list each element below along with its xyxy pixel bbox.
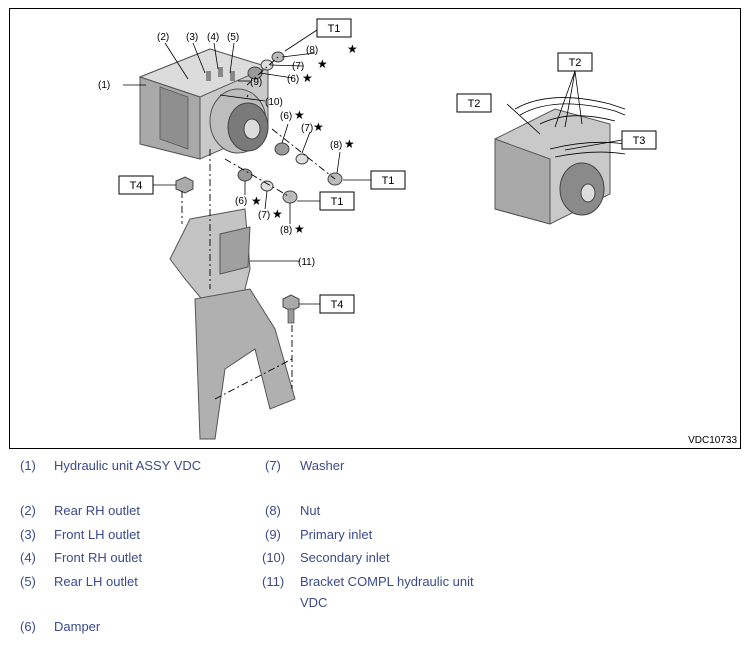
torque-box-t4-nut: T4: [118, 175, 154, 195]
callout-6b: (6): [280, 111, 292, 122]
t4-nut: [175, 176, 194, 194]
t4-bolt: [282, 294, 300, 324]
star-6c: ★: [251, 194, 262, 208]
star-6b: ★: [294, 108, 305, 122]
torque-label-t3: T3: [633, 135, 646, 147]
torque-box-t1-mid: T1: [370, 170, 406, 190]
figure-code: VDC10733: [688, 435, 737, 446]
legend-item-1-number: (1): [20, 458, 36, 473]
legend-item-10-text: Secondary inlet: [300, 550, 390, 565]
legend-item-6-number: (6): [20, 619, 36, 634]
callout-9: (9): [250, 77, 262, 88]
star-7b: ★: [313, 120, 324, 134]
callout-5: (5): [227, 32, 239, 43]
hydraulic-unit-illustration: [138, 48, 270, 160]
legend-item-9-text: Primary inlet: [300, 527, 373, 542]
star-6a: ★: [302, 71, 313, 85]
legend-item-5-number: (5): [20, 574, 36, 589]
torque-label-t1-low: T1: [331, 196, 344, 208]
torque-label-t4-nut: T4: [130, 180, 143, 192]
torque-box-t2-left: T2: [456, 93, 492, 113]
legend-item-7-number: (7): [265, 458, 281, 473]
legend-item-11-text: Bracket COMPL hydraulic unit: [300, 574, 474, 589]
torque-box-t1-top: T1: [316, 18, 352, 38]
callout-6a: (6): [287, 74, 299, 85]
legend-item-6-text: Damper: [54, 619, 101, 634]
legend-item-8-number: (8): [265, 503, 281, 518]
inset-unit-illustration: [494, 97, 626, 225]
callout-11: (11): [298, 257, 315, 268]
star-8a: ★: [347, 42, 358, 56]
torque-label-t2-top: T2: [569, 57, 582, 69]
torque-box-t4-bolt: T4: [319, 294, 355, 314]
callout-8b: (8): [330, 140, 342, 151]
legend-item-4-number: (4): [20, 550, 36, 565]
legend-item-9-number: (9): [265, 527, 281, 542]
legend-item-1-text: Hydraulic unit ASSY VDC: [54, 458, 202, 473]
legend-item-10-number: (10): [262, 550, 286, 565]
callout-10: (10): [265, 97, 283, 108]
callout-7c: (7): [258, 210, 270, 221]
legend-item-11-number: (11): [262, 574, 285, 589]
bracket-illustration: [169, 208, 296, 440]
diagram-canvas: (1) (2) (3) (4) (5) (9) (10) (8) (7) (6)…: [98, 18, 657, 440]
callout-8a: (8): [306, 45, 318, 56]
callout-8c: (8): [280, 225, 292, 236]
legend-item-4-text: Front RH outlet: [54, 550, 143, 565]
legend-item-2-number: (2): [20, 503, 36, 518]
torque-box-t2-top: T2: [557, 52, 593, 72]
torque-label-t2-left: T2: [468, 98, 481, 110]
torque-label-t4-bolt: T4: [331, 299, 344, 311]
callout-4: (4): [207, 32, 219, 43]
star-8c: ★: [294, 222, 305, 236]
legend-item-3-text: Front LH outlet: [54, 527, 140, 542]
axis-line-4: [224, 158, 291, 198]
callout-1: (1): [98, 80, 110, 91]
callout-3: (3): [186, 32, 198, 43]
torque-label-t1-mid: T1: [382, 175, 395, 187]
star-7a: ★: [317, 57, 328, 71]
callout-6c: (6): [235, 196, 247, 207]
leader-lines: [123, 29, 623, 305]
torque-label-t1-top: T1: [328, 23, 341, 35]
callout-7b: (7): [301, 123, 313, 134]
legend-item-5-text: Rear LH outlet: [54, 574, 138, 589]
axis-line-7: [246, 56, 279, 86]
legend-item-7-text: Washer: [300, 458, 345, 473]
legend-item-12-text: VDC: [300, 595, 328, 610]
legend-item-8-text: Nut: [300, 503, 321, 518]
exploded-diagram: (1) (2) (3) (4) (5) (9) (10) (8) (7) (6)…: [9, 8, 741, 449]
star-7c: ★: [272, 207, 283, 221]
legend-item-3-number: (3): [20, 527, 36, 542]
torque-box-t1-low: T1: [319, 191, 355, 211]
legend-item-2-text: Rear RH outlet: [54, 503, 140, 518]
callout-7a: (7): [292, 61, 304, 72]
torque-box-t3: T3: [621, 130, 657, 150]
callout-2: (2): [157, 32, 169, 43]
axis-line-3: [271, 128, 336, 180]
star-8b: ★: [344, 137, 355, 151]
